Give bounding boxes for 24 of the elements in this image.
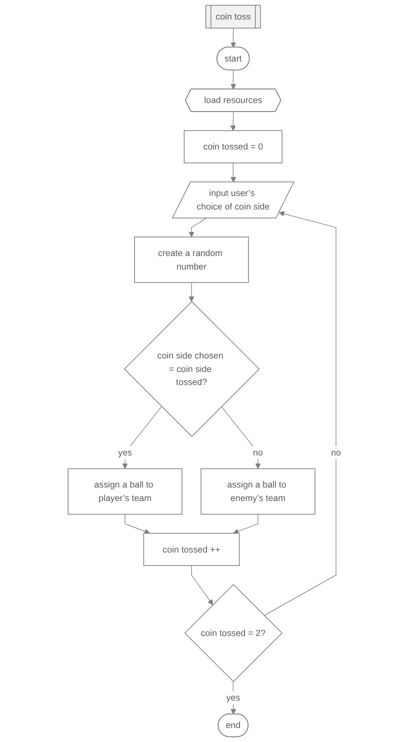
arrow — [230, 162, 236, 182]
edge-label: no — [330, 447, 340, 458]
arrow — [220, 406, 260, 469]
arrow — [188, 218, 206, 238]
arrow — [230, 112, 236, 131]
node-diamond: coin tossed = 2? — [184, 584, 282, 682]
edge-label: yes — [226, 692, 240, 703]
edge-label: yes — [118, 447, 132, 458]
arrow — [230, 70, 236, 90]
arrow — [124, 514, 150, 534]
node-box: coin tossed ++ — [142, 532, 240, 566]
node-box: assign a ball to player’s team — [67, 468, 182, 515]
arrow — [188, 282, 194, 302]
arrow — [230, 681, 236, 714]
arrow — [122, 406, 162, 469]
edge-label: no — [252, 447, 262, 458]
arrow — [230, 28, 236, 48]
node-box: coin tossed = 0 — [183, 130, 282, 164]
node-box: create a random number — [134, 236, 248, 283]
node-box: assign a ball to enemy’s team — [200, 468, 315, 515]
node-diamond: coin side chosen = coin side tossed? — [123, 301, 260, 437]
arrow — [232, 514, 258, 534]
arrow — [190, 565, 213, 606]
arrow — [263, 211, 336, 616]
